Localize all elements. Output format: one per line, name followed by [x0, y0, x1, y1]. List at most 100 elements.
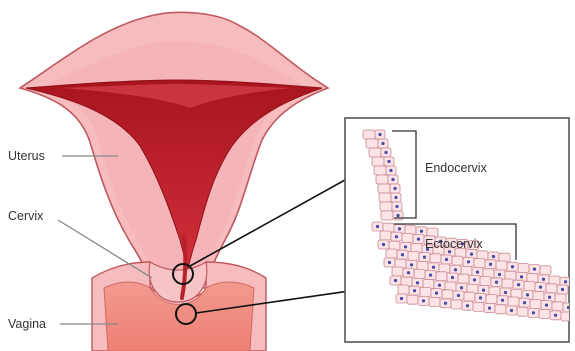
cell-nucleus [417, 237, 420, 240]
cell-nucleus [388, 261, 391, 264]
epithelial-cell [378, 184, 390, 193]
cell-nucleus [384, 151, 387, 154]
cell-nucleus [422, 299, 425, 302]
cell-nucleus [394, 196, 397, 199]
cell-nucleus [404, 245, 407, 248]
cell-nucleus [473, 278, 476, 281]
epithelial-cell [380, 231, 391, 240]
epithelial-cell [376, 175, 388, 184]
cell-nucleus [381, 142, 384, 145]
epithelial-cell [430, 254, 441, 263]
cell-nucleus [526, 293, 529, 296]
epithelial-cell [386, 249, 397, 258]
epithelial-cell [366, 139, 378, 148]
cell-nucleus [445, 258, 448, 261]
cell-nucleus [457, 294, 460, 297]
epithelial-cell [363, 130, 375, 139]
epithelial-cell [495, 305, 506, 314]
cell-nucleus [413, 289, 416, 292]
cell-nucleus [429, 273, 432, 276]
cell-nucleus [401, 253, 404, 256]
epithelial-cell [473, 302, 484, 311]
epithelial-cell [524, 281, 535, 290]
epithelial-cell [420, 287, 431, 296]
epithelial-cell [407, 295, 418, 304]
cell-nucleus [396, 214, 399, 217]
cell-nucleus [542, 278, 545, 281]
cell-nucleus [432, 266, 435, 269]
epithelial-cell [552, 302, 563, 311]
epithelial-cell [458, 274, 469, 283]
cell-nucleus [510, 309, 513, 312]
cell-nucleus [393, 187, 396, 190]
cell-nucleus [454, 268, 457, 271]
cell-nucleus [382, 243, 385, 246]
epithelial-cell [561, 312, 572, 321]
epithelial-cell [480, 277, 491, 286]
cell-nucleus [395, 205, 398, 208]
cell-nucleus [407, 271, 410, 274]
epithelial-cell [502, 279, 513, 288]
cell-nucleus [488, 306, 491, 309]
epithelial-cell [436, 272, 447, 281]
cell-nucleus [387, 160, 390, 163]
cell-nucleus [400, 297, 403, 300]
cell-nucleus [554, 314, 557, 317]
cell-nucleus [561, 288, 564, 291]
epithelial-cell [452, 256, 463, 265]
epithelial-cell [408, 251, 419, 260]
cell-nucleus [532, 311, 535, 314]
label-uterus: Uterus [8, 149, 45, 163]
cell-nucleus [420, 230, 423, 233]
cell-nucleus [466, 304, 469, 307]
epithelial-cell [486, 295, 497, 304]
epithelial-cell [398, 285, 409, 294]
cell-nucleus [498, 273, 501, 276]
cell-nucleus [460, 286, 463, 289]
cell-nucleus [482, 288, 485, 291]
epithelial-cell [379, 193, 391, 202]
cell-nucleus [435, 291, 438, 294]
cell-nucleus [423, 255, 426, 258]
epithelial-cell [369, 148, 381, 157]
cell-nucleus [495, 281, 498, 284]
cell-nucleus [394, 279, 397, 282]
cell-nucleus [470, 252, 473, 255]
cell-nucleus [467, 260, 470, 263]
epithelial-cell [518, 263, 529, 272]
cell-nucleus [378, 133, 381, 136]
cell-nucleus [489, 263, 492, 266]
epithelial-cell [508, 297, 519, 306]
cell-nucleus [523, 301, 526, 304]
cell-nucleus [511, 265, 514, 268]
cell-nucleus [533, 267, 536, 270]
cell-nucleus [545, 303, 548, 306]
epithelial-cell [429, 298, 440, 307]
epithelial-cell [381, 211, 393, 220]
epithelial-cell [374, 166, 386, 175]
epithelial-cell [372, 157, 384, 166]
cell-nucleus [389, 169, 392, 172]
cell-nucleus [492, 255, 495, 258]
cell-nucleus [504, 291, 507, 294]
epithelial-cell [451, 300, 462, 309]
epithelial-cell [474, 259, 485, 268]
epithelial-cell [539, 310, 550, 319]
epithelial-cell [442, 290, 453, 299]
cell-nucleus [416, 281, 419, 284]
label-vagina: Vagina [8, 317, 46, 331]
epithelial-cell [380, 202, 392, 211]
cell-nucleus [391, 178, 394, 181]
cell-nucleus [398, 227, 401, 230]
uterus-body [20, 12, 328, 288]
epithelial-cell [496, 261, 507, 270]
label-ectocervix: Ectocervix [425, 237, 483, 251]
epithelial-cell [530, 299, 541, 308]
epithelial-cell [392, 267, 403, 276]
cell-nucleus [501, 299, 504, 302]
cell-nucleus [548, 296, 551, 299]
cell-nucleus [395, 235, 398, 238]
epithelial-cell [517, 307, 528, 316]
cell-nucleus [376, 225, 379, 228]
cell-nucleus [476, 270, 479, 273]
